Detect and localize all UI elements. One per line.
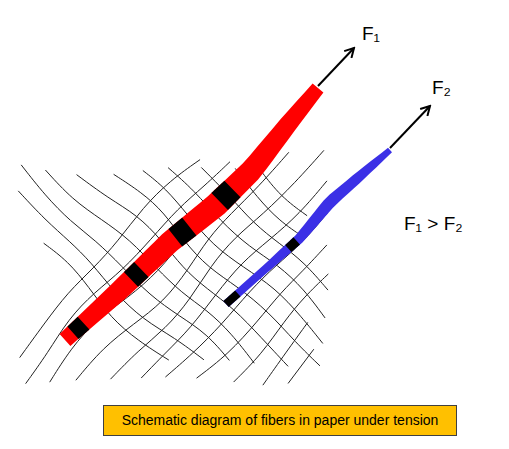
force-arrow — [390, 106, 430, 148]
bond-band — [168, 218, 196, 247]
fibers — [60, 84, 392, 346]
force-label: F₂ — [432, 78, 451, 99]
mesh-fiber — [77, 175, 289, 367]
mesh-fiber — [18, 191, 204, 360]
mesh-fiber — [288, 349, 314, 383]
mesh-fiber — [260, 169, 307, 216]
force-comparison: F₁ > F₂ — [404, 214, 463, 235]
bond-band — [211, 181, 240, 210]
bond-band — [124, 262, 149, 287]
bond-band — [67, 317, 89, 339]
force-arrow — [318, 48, 354, 86]
bond-band — [223, 291, 240, 308]
mesh-fiber — [263, 322, 308, 385]
caption-box: Schematic diagram of fibers in paper und… — [103, 405, 457, 436]
force-label: F₁ — [362, 24, 380, 45]
fiber-network — [18, 150, 328, 385]
bond-band — [285, 237, 300, 252]
mesh-fiber — [234, 274, 329, 382]
mesh-fiber — [76, 152, 289, 380]
long-fiber — [60, 84, 324, 346]
mesh-fiber — [21, 165, 229, 361]
mesh-fiber — [26, 162, 230, 384]
short-fiber — [223, 148, 392, 307]
mesh-fiber — [20, 160, 200, 358]
